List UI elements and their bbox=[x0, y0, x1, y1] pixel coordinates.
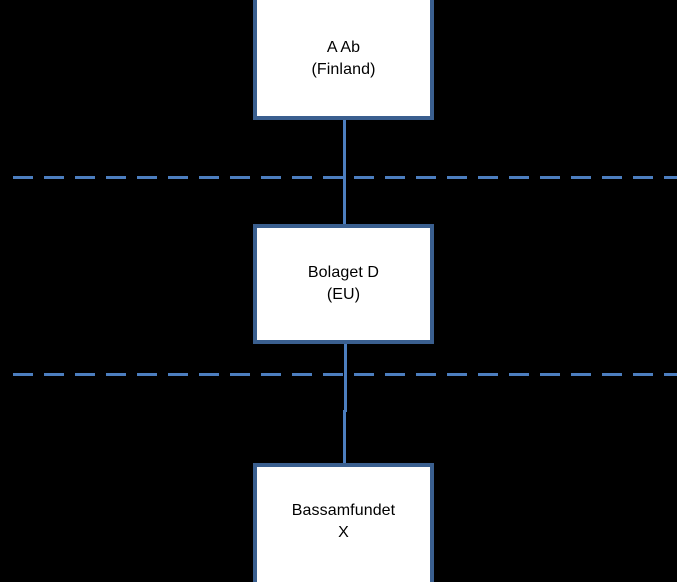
connector-bolaget-d-to-bassamfundet-x-lower bbox=[343, 410, 346, 465]
connector-a-ab-to-bolaget-d bbox=[343, 118, 346, 226]
node-bolaget-d[interactable]: Bolaget D (EU) bbox=[253, 224, 434, 344]
dashed-boundary-line-1 bbox=[13, 176, 677, 179]
node-bassamfundet-x[interactable]: Bassamfundet X bbox=[253, 463, 434, 582]
node-bolaget-d-label: Bolaget D (EU) bbox=[307, 264, 380, 303]
node-a-ab-label: A Ab (Finland) bbox=[311, 39, 376, 78]
node-a-ab[interactable]: A Ab (Finland) bbox=[253, 0, 434, 120]
connector-bolaget-d-to-bassamfundet-x-upper bbox=[344, 342, 347, 412]
dashed-boundary-line-2 bbox=[13, 373, 677, 376]
node-bassamfundet-x-label: Bassamfundet X bbox=[291, 502, 396, 541]
